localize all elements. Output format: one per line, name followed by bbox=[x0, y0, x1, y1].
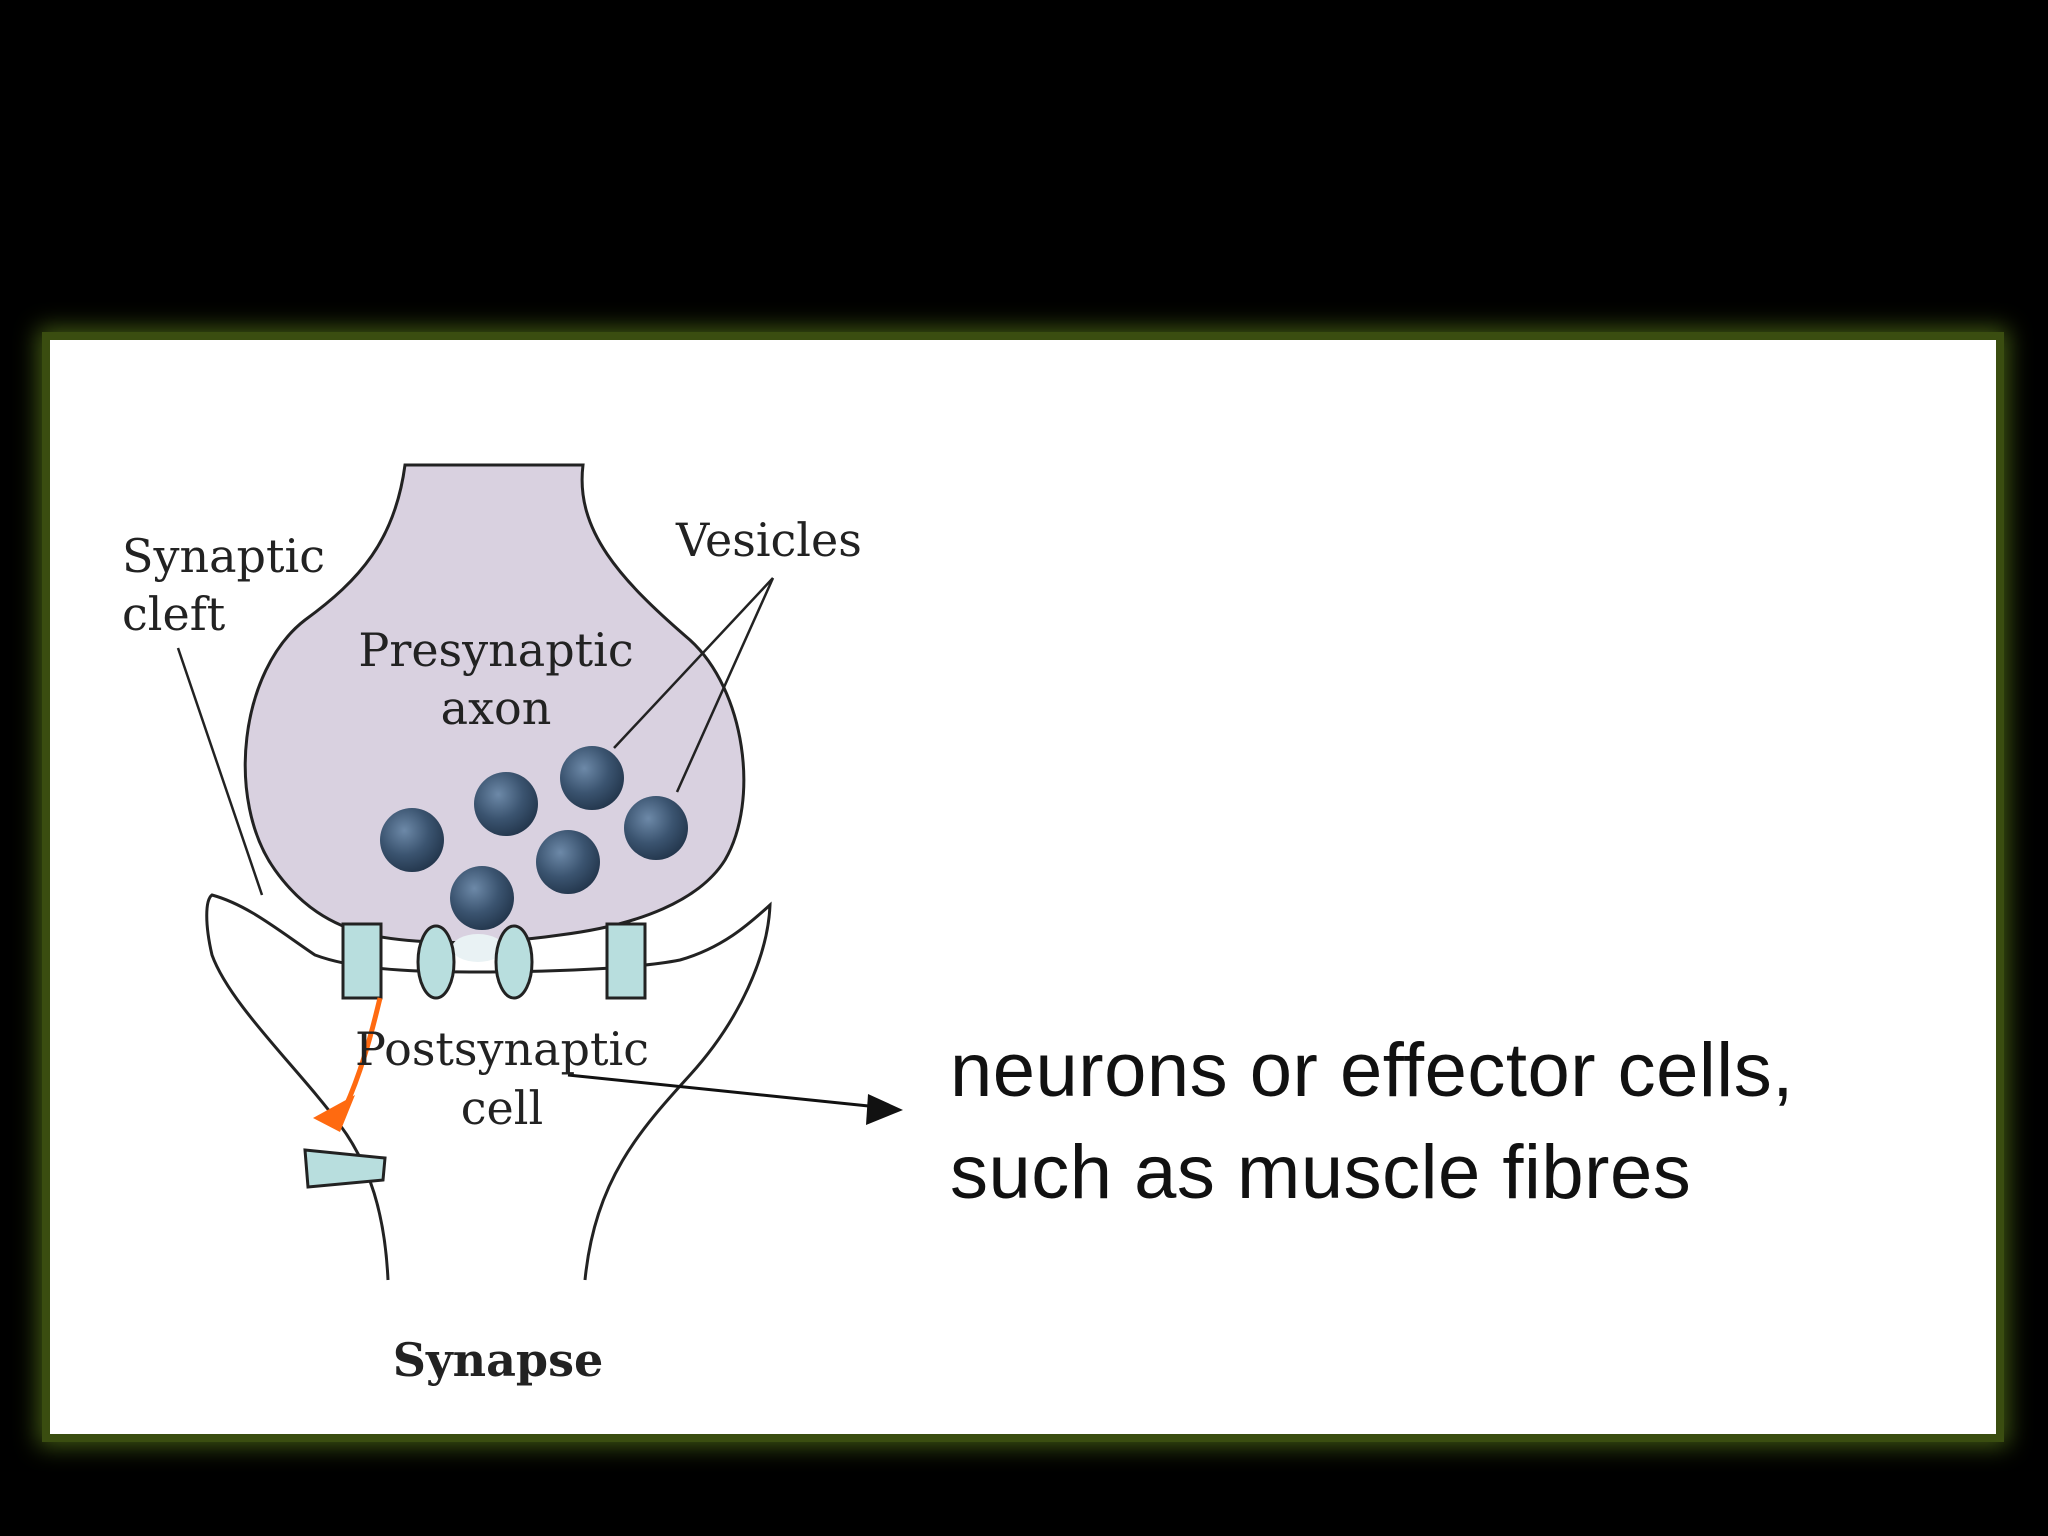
label-vesicles: Vesicles bbox=[675, 513, 862, 567]
vesicles-group bbox=[380, 746, 688, 930]
receptor-right bbox=[605, 922, 647, 1000]
label-synapse: Synapse bbox=[393, 1333, 604, 1387]
label-postsynaptic-1: Postsynaptic bbox=[355, 1022, 649, 1076]
orange-arrow bbox=[342, 997, 383, 1110]
caption-line-2: such as muscle fibres bbox=[950, 1130, 1692, 1215]
receptor-left bbox=[341, 922, 383, 1000]
label-synaptic-cleft-1: Synaptic bbox=[122, 529, 325, 583]
ion-channel-right bbox=[494, 924, 534, 1000]
pointer-arrow-head bbox=[866, 1094, 903, 1125]
detached-receptor bbox=[303, 1148, 387, 1189]
vesicle bbox=[560, 746, 624, 810]
synaptic-cleft-leader bbox=[176, 647, 264, 896]
label-postsynaptic-2: cell bbox=[461, 1081, 543, 1135]
pointer-arrow bbox=[567, 1073, 889, 1110]
caption: neurons or effector cells, such as muscl… bbox=[950, 1020, 1990, 1224]
vesicles-leader-1 bbox=[613, 577, 774, 749]
vesicle bbox=[474, 772, 538, 836]
orange-arrow-head bbox=[313, 1095, 355, 1132]
released-vesicle-burst bbox=[452, 934, 504, 962]
label-presynaptic-1: Presynaptic bbox=[358, 623, 633, 677]
vesicle bbox=[450, 866, 514, 930]
vesicle bbox=[536, 830, 600, 894]
caption-line-1: neurons or effector cells, bbox=[950, 1028, 1794, 1113]
vesicle bbox=[380, 808, 444, 872]
vesicles-leader-2 bbox=[675, 577, 775, 793]
vesicle bbox=[624, 796, 688, 860]
label-presynaptic-2: axon bbox=[441, 681, 552, 735]
ion-channel-left bbox=[416, 924, 456, 1000]
label-synaptic-cleft-2: cleft bbox=[122, 587, 226, 641]
